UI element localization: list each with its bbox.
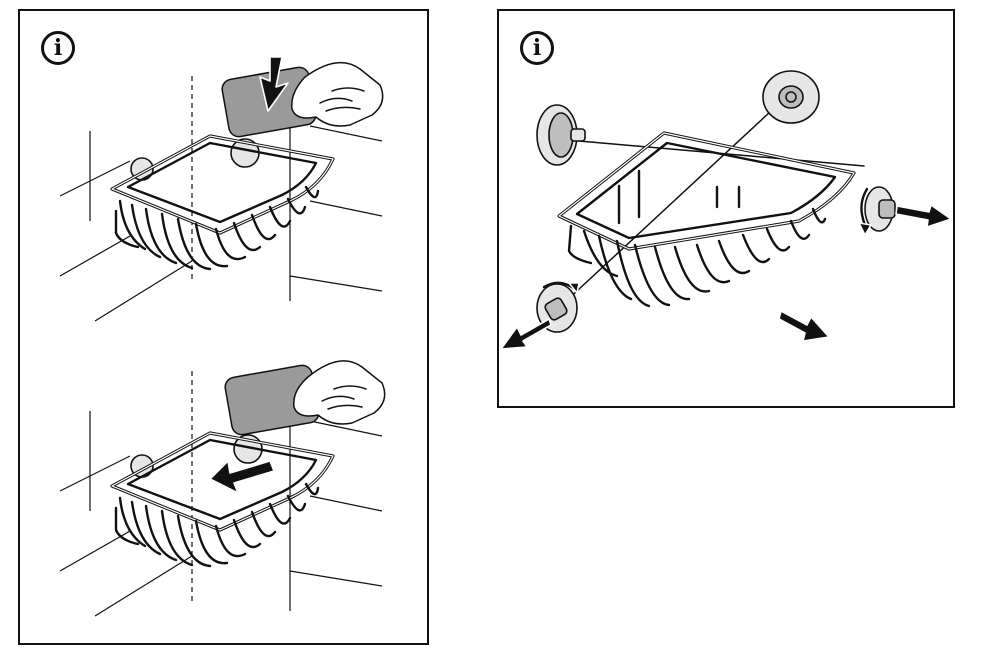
tile-line	[59, 160, 131, 197]
hand	[293, 360, 386, 425]
suction-cup-stud	[570, 128, 586, 142]
basket-rim-inner	[126, 141, 318, 224]
arrow-icon	[895, 204, 952, 228]
basket-side	[567, 224, 593, 265]
tile-line	[309, 125, 383, 142]
hand-fingers	[319, 87, 365, 112]
step-illustrations-left	[59, 56, 386, 617]
tile-line	[289, 570, 383, 587]
tile-line	[59, 235, 131, 277]
hand	[291, 61, 384, 127]
tile-line	[94, 555, 193, 617]
step-rotate-and-remove	[500, 70, 952, 350]
basket-inner-wires	[617, 169, 741, 225]
tile-line	[59, 455, 131, 492]
arrow-icon	[259, 56, 289, 112]
hand-fingers	[321, 385, 367, 410]
tile-line	[94, 260, 193, 322]
axis-line	[563, 98, 785, 304]
step-illustration-right	[500, 70, 952, 350]
rotate-arrow-icon	[860, 187, 869, 227]
basket-rim-inner	[126, 438, 318, 521]
tile-line	[309, 420, 383, 437]
info-icon-label: i	[53, 35, 63, 61]
basket-side	[114, 506, 140, 546]
tile-line	[289, 275, 383, 292]
info-icon-label: i	[532, 35, 542, 61]
basket-wires	[582, 207, 827, 308]
basket-wires	[118, 185, 320, 271]
instruction-panel-right: i	[497, 9, 955, 408]
arrow-icon	[209, 460, 275, 494]
instruction-panel-left: i	[18, 9, 429, 645]
tile-line	[59, 530, 131, 572]
basket-wires	[118, 482, 320, 568]
basket-rim-inner	[575, 141, 837, 240]
info-icon: i	[41, 31, 75, 65]
info-icon: i	[520, 31, 554, 65]
tile-line	[309, 495, 383, 512]
arrow-icon	[778, 310, 830, 342]
basket-side	[114, 209, 140, 249]
arrow-icon	[500, 318, 552, 350]
tile-line	[309, 200, 383, 217]
step-release-basket	[59, 360, 386, 617]
step-insert-card	[59, 56, 384, 322]
